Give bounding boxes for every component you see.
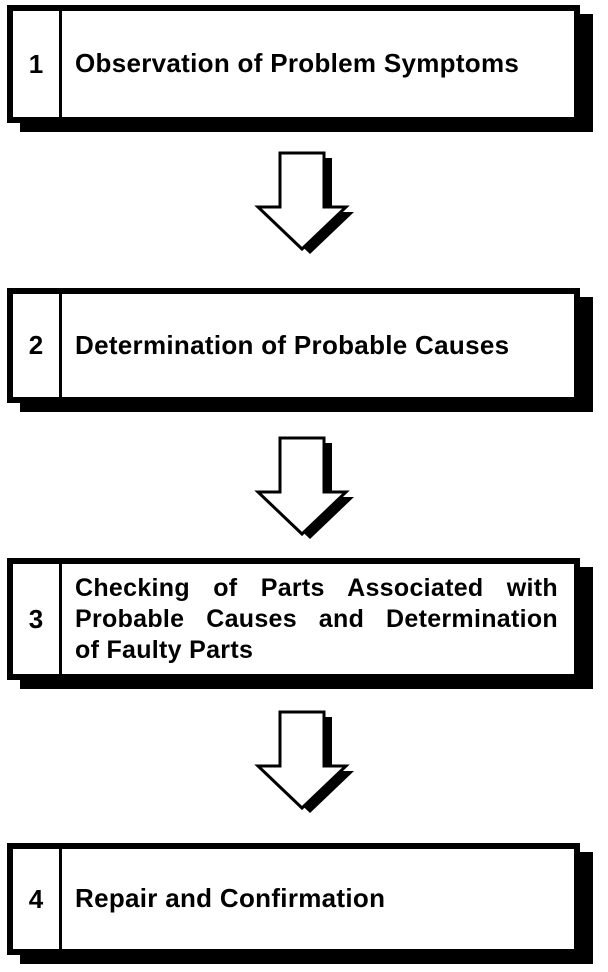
down-arrow-icon [254, 710, 354, 813]
step-label: Checking of Parts Associated with Probab… [62, 564, 574, 674]
down-arrow-body [254, 436, 350, 537]
down-arrow-body [254, 151, 350, 252]
step-label-line: Checking of Parts Associated with [75, 573, 558, 602]
step-box-3: 3 Checking of Parts Associated with Prob… [7, 558, 580, 680]
down-arrow-body [254, 710, 350, 811]
down-arrow-icon [254, 151, 354, 254]
step-label: Observation of Problem Symptoms [75, 48, 520, 79]
step-label-line: of Faulty Parts [75, 635, 254, 664]
step-label: Repair and Confirmation [75, 883, 386, 914]
step-number: 4 [13, 849, 62, 949]
down-arrow-icon [254, 436, 354, 539]
step-box-4: 4 Repair and Confirmation [7, 843, 580, 955]
step-box-2: 2 Determination of Probable Causes [7, 288, 580, 403]
step-number: 2 [13, 294, 62, 397]
step-number: 3 [13, 564, 62, 674]
step-number: 1 [13, 11, 62, 117]
step-box-1: 1 Observation of Problem Symptoms [7, 5, 580, 123]
step-label-line: Probable Causes and Determination [75, 604, 558, 633]
step-label: Determination of Probable Causes [75, 329, 510, 360]
